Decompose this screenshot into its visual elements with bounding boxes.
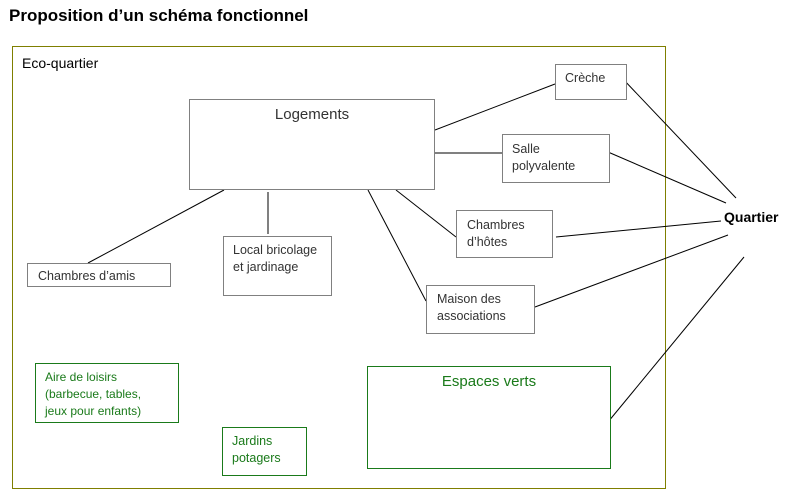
line-logements-hotes (395, 189, 457, 238)
node-espaces-label: Espaces verts (441, 373, 537, 390)
node-chambres-amis-label: Chambres d’amis (38, 269, 136, 283)
eco-quartier-frame (12, 46, 666, 489)
node-jardins-label-1: Jardins (232, 434, 273, 448)
node-chambres-amis: Chambres d’amis (27, 263, 171, 287)
line-logements-creche (434, 83, 556, 131)
node-hotes-label-1: Chambres (467, 218, 525, 232)
node-aire-loisirs: Aire de loisirs (barbecue, tables, jeux … (35, 363, 179, 423)
line-salle-quartier (607, 151, 727, 204)
node-local-bricolage: Local bricolage et jardinage (223, 236, 332, 296)
node-maison-label-2: associations (437, 309, 506, 323)
node-maison-label-1: Maison des (437, 292, 501, 306)
diagram-title: Proposition d’un schéma fonctionnel (9, 6, 309, 25)
node-hotes-label-2: d’hôtes (467, 235, 508, 249)
line-logements-amis (87, 189, 225, 264)
node-local-label-1: Local bricolage (233, 243, 318, 257)
node-aire-label-3: jeux pour enfants) (45, 404, 142, 418)
node-salle-label-2: polyvalente (512, 159, 576, 173)
node-quartier: Quartier (724, 209, 779, 225)
node-aire-label-2: (barbecue, tables, (45, 387, 142, 401)
node-creche: Crèche (555, 64, 627, 100)
node-espaces-verts: Espaces verts (367, 366, 611, 469)
node-logements-label: Logements (274, 106, 350, 123)
node-jardins-potagers: Jardins potagers (222, 427, 307, 476)
node-aire-label-1: Aire de loisirs (45, 370, 118, 384)
line-logements-maison (367, 189, 427, 302)
node-local-label-2: et jardinage (233, 260, 299, 274)
line-hotes-quartier (555, 220, 722, 238)
node-jardins-label-2: potagers (232, 451, 281, 465)
node-salle-label-1: Salle (512, 142, 540, 156)
eco-quartier-label: Eco-quartier (22, 55, 99, 71)
node-logements: Logements (189, 99, 435, 190)
line-espaces-quartier (607, 256, 745, 423)
line-creche-quartier (621, 77, 737, 199)
node-creche-label: Crèche (565, 71, 606, 85)
node-chambres-hotes: Chambres d’hôtes (456, 210, 553, 258)
node-maison-associations: Maison des associations (426, 285, 535, 334)
line-maison-quartier (534, 234, 729, 308)
node-salle-polyvalente: Salle polyvalente (502, 134, 610, 183)
